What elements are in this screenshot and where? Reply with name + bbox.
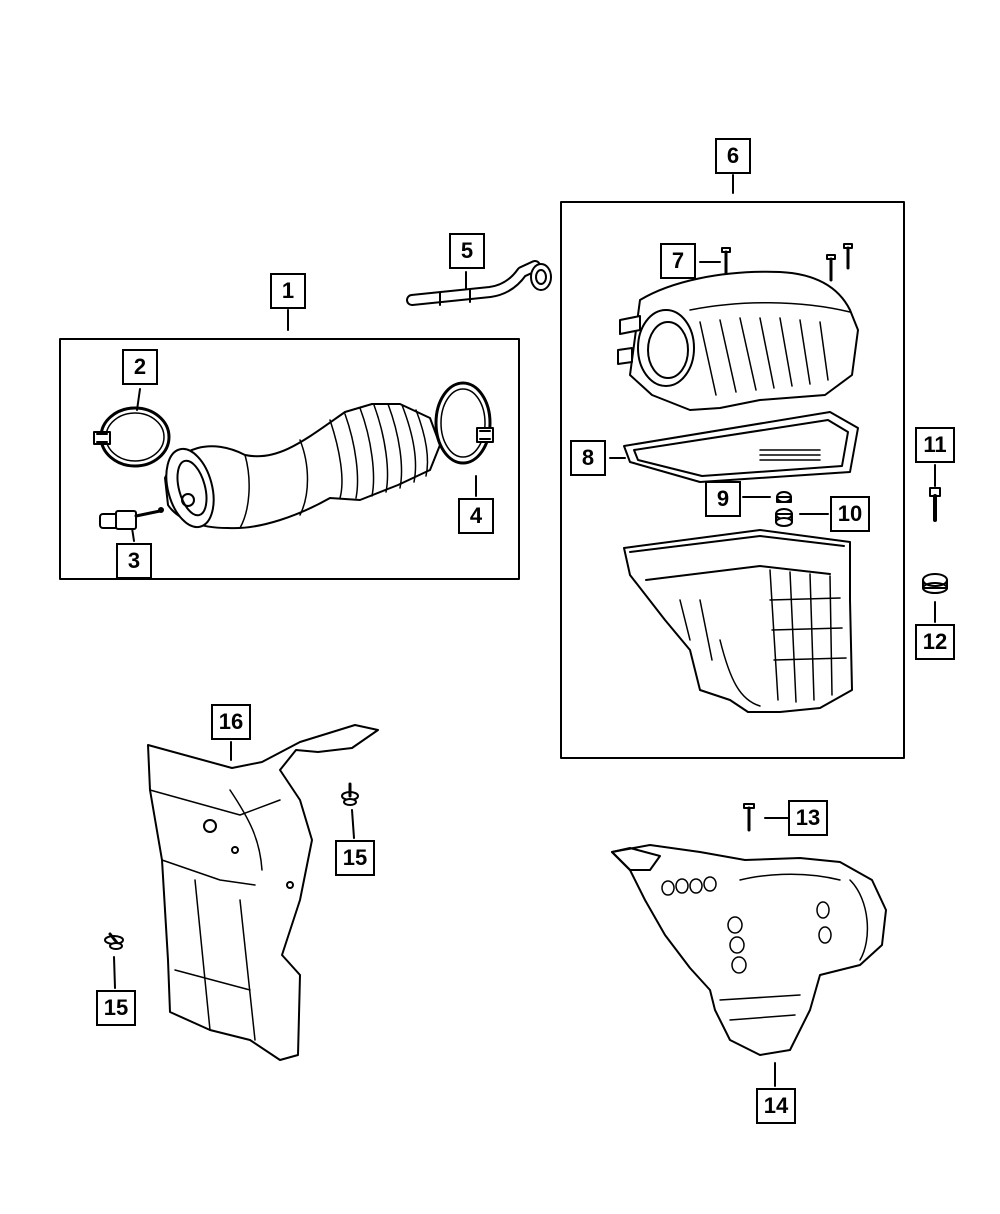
callout-14: 14 <box>756 1088 796 1124</box>
callout-11: 11 <box>915 427 955 463</box>
screw-13-drawing <box>743 803 755 832</box>
air-inlet-duct-1-drawing <box>164 403 441 530</box>
vent-hose-5-drawing <box>406 260 552 306</box>
group-frame-air-inlet <box>59 338 520 580</box>
callout-12: 12 <box>915 624 955 660</box>
callout-15-right: 15 <box>335 840 375 876</box>
nut-12-drawing <box>922 573 948 594</box>
grommets-9-10-drawing <box>775 491 793 527</box>
callout-10: 10 <box>830 496 870 532</box>
shield-16-drawing <box>147 724 379 1061</box>
hose-clamp-4-drawing <box>434 381 494 465</box>
leader-lines <box>113 174 936 1087</box>
callout-7: 7 <box>660 243 696 279</box>
bolts-7-drawing <box>721 243 853 282</box>
callout-2: 2 <box>122 349 158 385</box>
group-frame-air-cleaner <box>560 201 905 759</box>
air-duct-14-drawing <box>611 844 887 1056</box>
callout-3: 3 <box>116 543 152 579</box>
callout-16: 16 <box>211 704 251 740</box>
callout-9: 9 <box>705 481 741 517</box>
air-temp-sensor-3-drawing <box>99 507 164 530</box>
push-pin-15-right-drawing <box>341 782 359 806</box>
callout-4: 4 <box>458 498 494 534</box>
callout-15-left: 15 <box>96 990 136 1026</box>
callout-8: 8 <box>570 440 606 476</box>
air-cleaner-cover-drawing <box>617 270 859 411</box>
hose-clamp-2-drawing <box>93 406 171 468</box>
callout-6: 6 <box>715 138 751 174</box>
bolt-11-drawing <box>929 487 941 522</box>
push-pin-15-left-drawing <box>104 932 124 950</box>
callout-5: 5 <box>449 233 485 269</box>
air-box-housing-drawing <box>623 529 853 713</box>
air-filter-8-drawing <box>623 411 859 483</box>
callout-13: 13 <box>788 800 828 836</box>
callout-1: 1 <box>270 273 306 309</box>
